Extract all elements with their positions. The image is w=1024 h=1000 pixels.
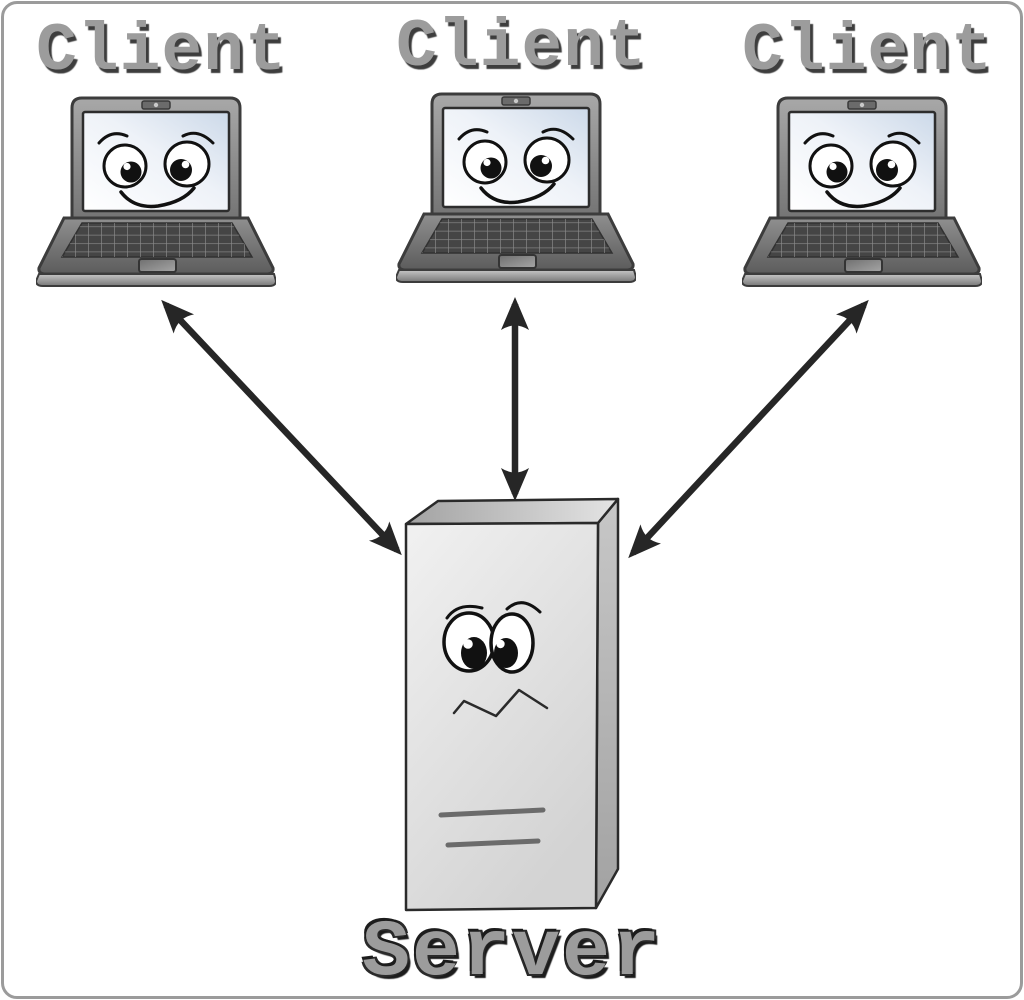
client-node-1: Client: [36, 13, 287, 292]
laptop-icon: [396, 88, 636, 288]
client-node-2: Client: [396, 9, 647, 288]
server-label: Server: [361, 908, 663, 999]
laptop-icon: [742, 92, 982, 292]
client-node-3: Client: [742, 13, 993, 292]
client-1-label: Client: [36, 13, 287, 90]
client-3-label: Client: [742, 13, 993, 90]
laptop-icon: [36, 92, 276, 292]
arrow-client1-server: [161, 299, 402, 556]
arrow-client3-server: [628, 299, 869, 559]
client-2-label: Client: [396, 9, 647, 86]
server-tower-icon: [396, 492, 626, 922]
